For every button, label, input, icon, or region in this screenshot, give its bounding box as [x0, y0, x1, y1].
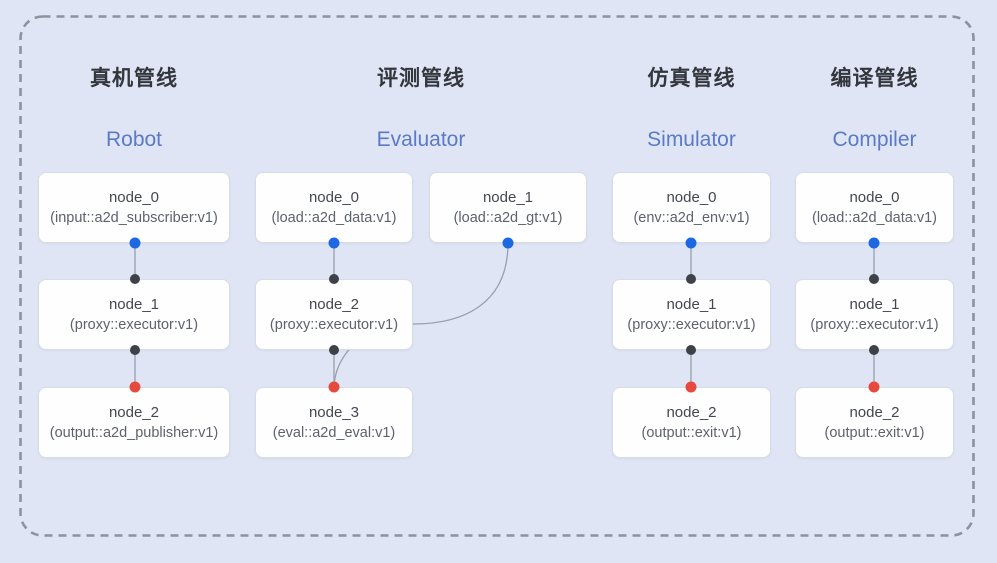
node-detail: (output::exit:v1): [824, 424, 925, 441]
input-port-dot-red: [685, 381, 697, 393]
node-detail: (proxy::executor:v1): [69, 316, 199, 333]
node-box-simulator-1: node_1 (proxy::executor:v1): [612, 279, 771, 350]
pipeline-title-en-robot: Robot: [105, 128, 163, 151]
node-name: node_3: [308, 403, 360, 421]
output-port-dot-blue: [502, 237, 514, 249]
pipeline-header-evaluator: 评测管线 Evaluator: [254, 62, 588, 152]
pipeline-header-robot: 真机管线 Robot: [38, 62, 230, 152]
node-name: node_1: [849, 295, 900, 313]
input-port-dot-black: [130, 274, 140, 284]
node-box-robot-2: node_2 (output::a2d_publisher:v1): [38, 387, 230, 458]
pipeline-title-zh-evaluator: 评测管线: [377, 67, 465, 90]
pipeline-title-zh-simulator: 仿真管线: [647, 67, 736, 90]
node-detail: (input::a2d_subscriber:v1): [50, 209, 218, 226]
input-port-dot-red: [129, 381, 141, 393]
node-name: node_0: [666, 188, 717, 206]
node-name: node_0: [849, 188, 900, 206]
pipeline-header-compiler: 编译管线 Compiler: [795, 62, 954, 152]
output-port-dot-black: [329, 345, 339, 355]
input-port-dot-black: [869, 274, 879, 284]
dashed-frame: [19, 15, 975, 537]
output-port-dot-blue: [685, 237, 697, 249]
node-detail: (load::a2d_gt:v1): [453, 209, 563, 226]
node-detail: (env::a2d_env:v1): [633, 209, 750, 226]
node-detail: (eval::a2d_eval:v1): [272, 424, 396, 441]
input-port-dot-black: [329, 274, 339, 284]
node-detail: (load::a2d_data:v1): [271, 209, 397, 226]
node-detail: (proxy::executor:v1): [810, 316, 939, 333]
node-name: node_2: [849, 403, 900, 421]
node-detail: (output::exit:v1): [641, 424, 742, 441]
node-name: node_2: [666, 403, 717, 421]
node-name: node_0: [308, 188, 360, 206]
pipeline-title-en-evaluator: Evaluator: [376, 128, 466, 151]
input-port-dot-red: [328, 381, 340, 393]
node-detail: (proxy::executor:v1): [627, 316, 756, 333]
node-name: node_1: [482, 188, 534, 206]
output-port-dot-blue: [129, 237, 141, 249]
node-box-simulator-0: node_0 (env::a2d_env:v1): [612, 172, 771, 243]
node-name: node_0: [108, 188, 160, 206]
output-port-dot-blue: [868, 237, 880, 249]
pipeline-title-zh-compiler: 编译管线: [830, 67, 919, 90]
node-name: node_2: [108, 403, 160, 421]
node-name: node_2: [308, 295, 360, 313]
node-box-evaluator-1: node_1 (load::a2d_gt:v1): [429, 172, 587, 243]
node-detail: (proxy::executor:v1): [269, 316, 399, 333]
node-name: node_1: [108, 295, 160, 313]
node-box-evaluator-2: node_2 (proxy::executor:v1): [255, 279, 413, 350]
node-box-simulator-2: node_2 (output::exit:v1): [612, 387, 771, 458]
pipeline-header-simulator: 仿真管线 Simulator: [612, 62, 771, 152]
node-box-compiler-0: node_0 (load::a2d_data:v1): [795, 172, 954, 243]
pipeline-title-zh-robot: 真机管线: [90, 67, 178, 90]
node-box-robot-1: node_1 (proxy::executor:v1): [38, 279, 230, 350]
node-box-compiler-1: node_1 (proxy::executor:v1): [795, 279, 954, 350]
input-port-dot-black: [686, 274, 696, 284]
edge-evaluator-1-3-curve: [333, 242, 509, 386]
pipeline-title-en-compiler: Compiler: [832, 128, 917, 151]
node-box-compiler-2: node_2 (output::exit:v1): [795, 387, 954, 458]
output-port-dot-black: [686, 345, 696, 355]
node-box-robot-0: node_0 (input::a2d_subscriber:v1): [38, 172, 230, 243]
output-port-dot-black: [130, 345, 140, 355]
output-port-dot-black: [869, 345, 879, 355]
node-detail: (load::a2d_data:v1): [812, 209, 937, 226]
node-box-evaluator-0: node_0 (load::a2d_data:v1): [255, 172, 413, 243]
input-port-dot-red: [868, 381, 880, 393]
node-name: node_1: [666, 295, 717, 313]
node-box-evaluator-3: node_3 (eval::a2d_eval:v1): [255, 387, 413, 458]
node-detail: (output::a2d_publisher:v1): [49, 424, 219, 441]
output-port-dot-blue: [328, 237, 340, 249]
pipeline-title-en-simulator: Simulator: [647, 128, 736, 151]
